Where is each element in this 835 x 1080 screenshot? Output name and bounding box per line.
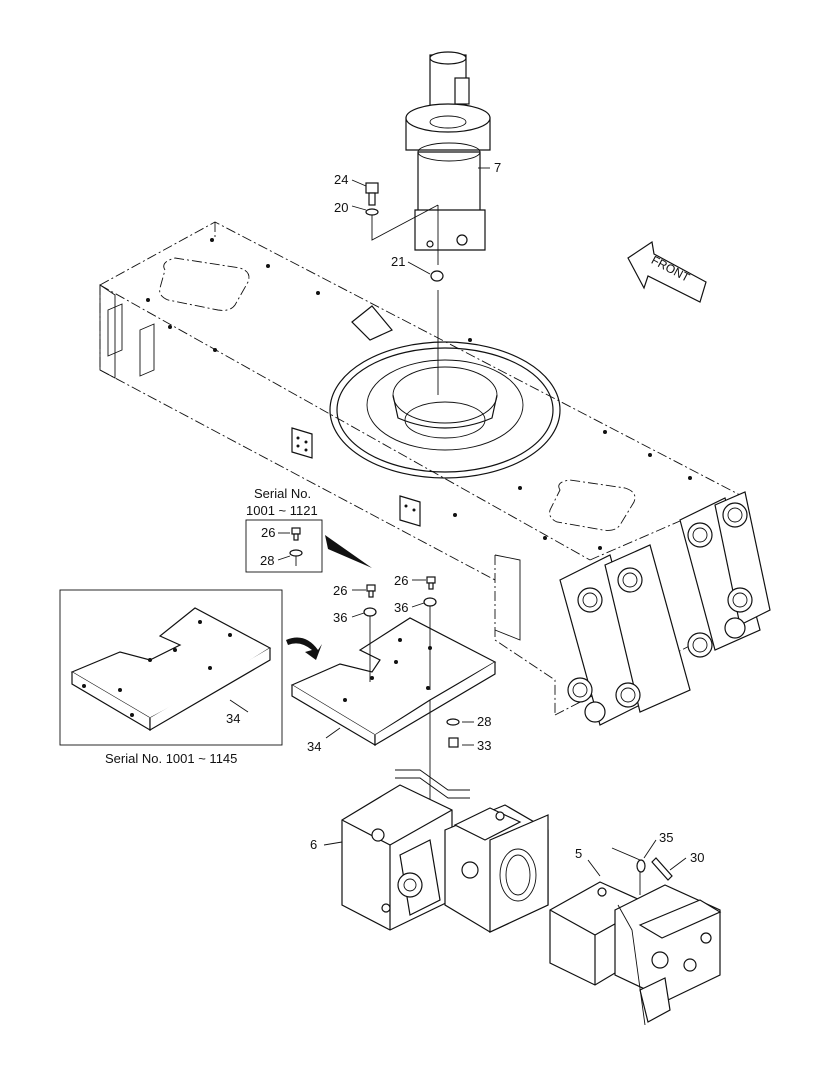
callout-33: 33 bbox=[477, 738, 491, 753]
callout-21: 21 bbox=[391, 254, 405, 269]
callout-20: 20 bbox=[334, 200, 348, 215]
callout-6: 6 bbox=[310, 837, 317, 852]
plate-34-variant bbox=[70, 607, 272, 732]
frame-bolt-holes bbox=[146, 238, 692, 550]
bolt-26-a bbox=[291, 527, 301, 541]
callout-36b: 36 bbox=[394, 600, 408, 615]
frame-lugs bbox=[559, 491, 771, 726]
curved-arrow bbox=[286, 637, 322, 660]
washer-36-a bbox=[363, 607, 377, 617]
pointer-arrow bbox=[325, 535, 372, 568]
callout-26c: 26 bbox=[394, 573, 408, 588]
bolt-30 bbox=[651, 857, 673, 881]
washer-35 bbox=[636, 859, 646, 873]
bolt-24 bbox=[365, 182, 379, 206]
callout-30: 30 bbox=[690, 850, 704, 865]
bolt-26-c bbox=[426, 576, 436, 584]
callout-24: 24 bbox=[334, 172, 348, 187]
callout-7: 7 bbox=[494, 160, 501, 175]
callout-35: 35 bbox=[659, 830, 673, 845]
serial-box-1-range: 1001 ~ 1121 bbox=[246, 503, 318, 518]
serial-box-2 bbox=[59, 589, 283, 746]
callout-26b: 26 bbox=[333, 583, 347, 598]
pump-6 bbox=[341, 769, 549, 933]
bolt-26-b bbox=[366, 584, 376, 592]
leader-line-5 bbox=[611, 847, 641, 895]
callout-36a: 36 bbox=[333, 610, 347, 625]
swivel-joint bbox=[405, 51, 491, 251]
callout-26a: 26 bbox=[261, 525, 275, 540]
washer-20 bbox=[365, 208, 379, 216]
washer-36-b bbox=[423, 597, 437, 607]
serial-box-2-label: Serial No. 1001 ~ 1145 bbox=[105, 751, 237, 766]
callout-5: 5 bbox=[575, 846, 582, 861]
bolt-33 bbox=[448, 737, 459, 748]
callout-34a: 34 bbox=[226, 711, 240, 726]
swing-bearing bbox=[329, 341, 561, 479]
plate-34 bbox=[290, 617, 497, 747]
callout-28b: 28 bbox=[477, 714, 491, 729]
front-arrow-icon bbox=[627, 240, 707, 303]
callout-leaders bbox=[229, 167, 687, 877]
washer-28-b bbox=[446, 718, 460, 726]
nut-21 bbox=[430, 270, 444, 282]
callout-28a: 28 bbox=[260, 553, 274, 568]
washer-28-a bbox=[289, 549, 303, 557]
pump-5 bbox=[549, 881, 722, 1026]
callout-34b: 34 bbox=[307, 739, 321, 754]
serial-box-1-title: Serial No. bbox=[254, 486, 311, 501]
serial-box-1 bbox=[245, 519, 323, 573]
